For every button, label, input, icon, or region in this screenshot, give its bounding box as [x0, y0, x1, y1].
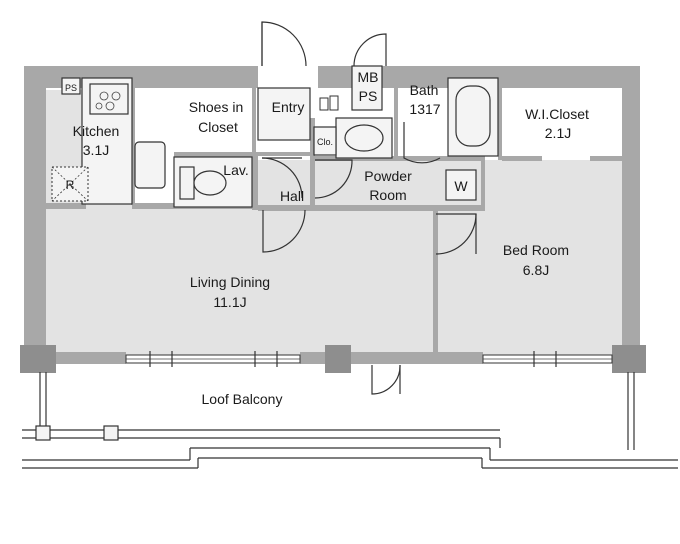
living-dining-size: 11.1J [213, 294, 246, 310]
mb-ps-label: PS [359, 88, 378, 104]
wi-closet-name: W.I.Closet [525, 106, 589, 122]
kitchen-sink [134, 141, 166, 189]
balcony [22, 372, 678, 469]
hall-label: Hall [280, 188, 304, 204]
outer-walls [20, 66, 646, 373]
room-fills [46, 90, 622, 355]
shoes-closet-line2: Closet [198, 119, 238, 135]
room-labels: PS Kitchen 3.1J R Shoes in Closet Entry … [65, 69, 589, 407]
wi-closet-size: 2.1J [545, 125, 571, 141]
shoes-closet-line1: Shoes in [189, 99, 243, 115]
balcony-label: Loof Balcony [202, 391, 283, 407]
vanity-basin [344, 124, 384, 152]
bed-room-name: Bed Room [503, 242, 569, 258]
kitchen-size: 3.1J [83, 142, 109, 158]
entry-label: Entry [272, 99, 305, 115]
mb-ps-box [351, 65, 383, 111]
kitchen-name: Kitchen [73, 123, 120, 139]
clo-label: Clo. [317, 137, 333, 147]
bath-name: Bath [410, 82, 439, 98]
fixtures [51, 65, 499, 208]
bed-room-size: 6.8J [523, 262, 549, 278]
doors [261, 21, 477, 395]
stove [89, 83, 129, 115]
windows [125, 95, 613, 367]
mb-label: MB [358, 69, 379, 85]
ps-box [61, 77, 81, 95]
lav-label: Lav. [223, 162, 248, 178]
powder-room-line1: Powder [364, 168, 412, 184]
ps-label: PS [65, 83, 77, 93]
living-dining-name: Living Dining [190, 274, 270, 290]
washer-box [445, 169, 477, 201]
refrigerator-label: R [66, 178, 75, 192]
powder-room-line2: Room [369, 187, 406, 203]
bath-size: 1317 [409, 101, 440, 117]
washer-label: W [454, 178, 468, 194]
